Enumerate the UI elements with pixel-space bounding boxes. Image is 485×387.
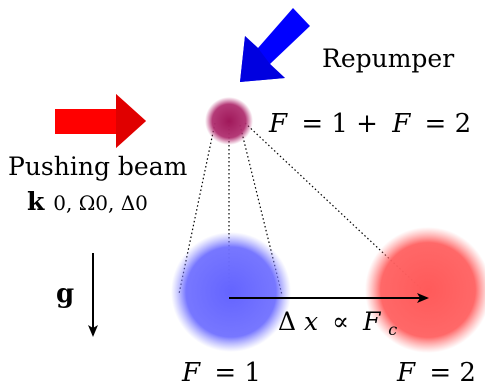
displacement-label: Δ x ∝ F c [278, 307, 397, 339]
pushing-beam-arrow [55, 94, 146, 148]
cloud-states-label: F = 1 + F = 2 [268, 109, 471, 139]
repumper-label: Repumper [322, 44, 454, 73]
trajectory-right-edge [239, 124, 283, 296]
beam-parameters-label: k 0, Ω0, Δ0 [27, 187, 148, 216]
cloud-F2 [365, 227, 485, 353]
pushing-beam-label: Pushing beam [8, 152, 188, 181]
trajectory-lines [178, 121, 431, 298]
state-F1-label: F = 1 [181, 358, 261, 387]
trajectory-left-edge [178, 122, 216, 295]
gravity-label: g [56, 279, 74, 309]
source-atom-cloud [205, 97, 253, 145]
state-F2-label: F = 2 [396, 358, 476, 387]
repumper-arrow [240, 8, 310, 82]
cloud-F1 [171, 232, 291, 352]
